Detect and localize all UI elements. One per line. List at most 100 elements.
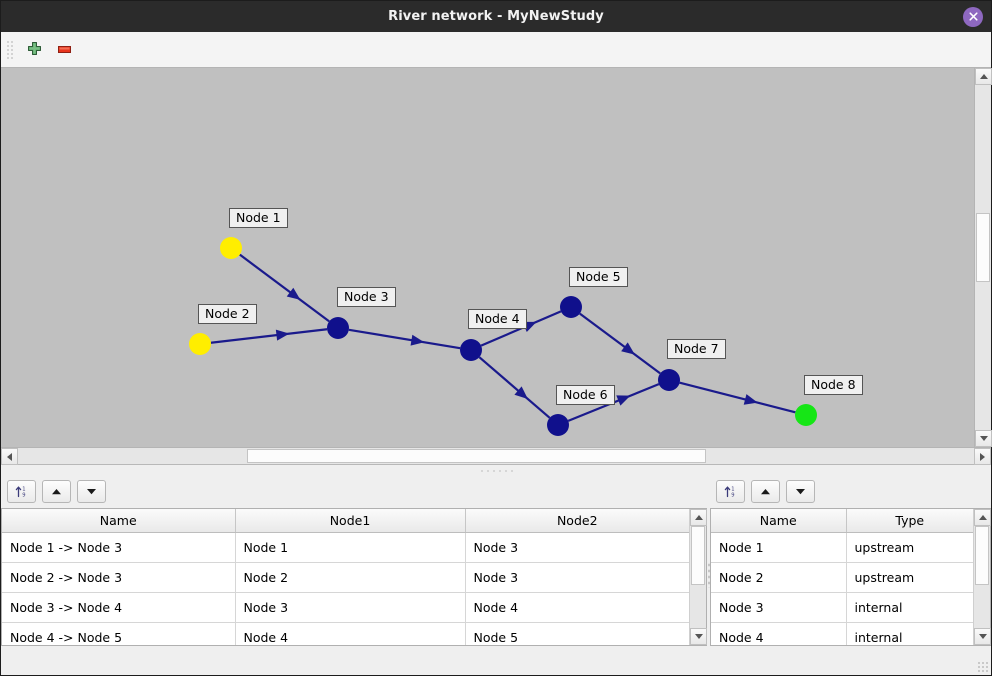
add-node-button[interactable]	[19, 36, 49, 64]
vertical-scroll-track[interactable]	[975, 85, 991, 430]
branch-cell[interactable]: Node 3 -> Node 4	[2, 592, 236, 623]
branch-scroll-down-button[interactable]	[690, 628, 707, 645]
node-label-node3[interactable]: Node 3	[337, 287, 396, 308]
node-label-node5[interactable]: Node 5	[569, 267, 628, 288]
window-resize-grip[interactable]	[977, 661, 989, 673]
edge-Node1-to-Node3[interactable]	[239, 253, 330, 323]
chevron-up-icon	[694, 515, 703, 520]
node-cell[interactable]: Node 1	[711, 532, 847, 563]
vertical-splitter[interactable]	[707, 475, 710, 675]
node-label-node4[interactable]: Node 4	[468, 309, 527, 330]
graph-node-node8[interactable]	[795, 404, 817, 426]
node-sort-button[interactable]: 1 9	[716, 480, 745, 503]
edge-Node7-to-Node8[interactable]	[679, 381, 796, 414]
node-label-node2[interactable]: Node 2	[198, 304, 257, 325]
branch-column-header[interactable]: Node1	[235, 509, 466, 533]
node-cell[interactable]: upstream	[846, 532, 973, 563]
branch-cell[interactable]: Node 4	[465, 592, 689, 623]
graph-node-node7[interactable]	[658, 369, 680, 391]
toolbar-drag-handle[interactable]	[5, 38, 15, 61]
horizontal-scroll-track[interactable]	[18, 448, 974, 464]
node-label-node1[interactable]: Node 1	[229, 208, 288, 229]
node-scroll-track[interactable]	[974, 526, 990, 628]
canvas-horizontal-scrollbar[interactable]	[1, 447, 991, 465]
graph-node-node5[interactable]	[560, 296, 582, 318]
diagram-panel: Node 1 Node 2 Node 3 Node 4 Node 5 Node 6 Node…	[1, 68, 992, 465]
node-cell[interactable]: internal	[846, 592, 973, 623]
graph-node-node2[interactable]	[189, 333, 211, 355]
remove-node-button[interactable]	[49, 36, 79, 64]
branch-cell[interactable]: Node 1	[235, 532, 466, 563]
scroll-down-button[interactable]	[975, 430, 992, 447]
branch-cell[interactable]: Node 4 -> Node 5	[2, 622, 236, 645]
node-cell[interactable]: internal	[846, 622, 973, 645]
canvas-vertical-scrollbar[interactable]	[974, 68, 992, 447]
graph-node-node6[interactable]	[547, 414, 569, 436]
horizontal-scroll-thumb[interactable]	[247, 449, 707, 463]
node-cell[interactable]: Node 3	[711, 592, 847, 623]
node-column-header[interactable]: Type	[846, 509, 973, 533]
scroll-up-button[interactable]	[975, 68, 992, 85]
node-scroll-thumb[interactable]	[975, 526, 989, 586]
branch-move-down-button[interactable]	[77, 480, 106, 503]
branch-scroll-thumb[interactable]	[691, 526, 705, 586]
branch-cell[interactable]: Node 3	[465, 532, 689, 563]
scroll-left-button[interactable]	[1, 448, 18, 465]
branch-cell[interactable]: Node 4	[235, 622, 466, 645]
chevron-down-icon	[979, 436, 988, 441]
node-move-up-button[interactable]	[751, 480, 780, 503]
edge-Node5-to-Node7[interactable]	[579, 312, 661, 375]
branch-cell[interactable]: Node 2 -> Node 3	[2, 562, 236, 593]
branch-column-header[interactable]: Node2	[465, 509, 689, 533]
branch-cell[interactable]: Node 2	[235, 562, 466, 593]
branch-cell[interactable]: Node 3	[465, 562, 689, 593]
node-label-node7[interactable]: Node 7	[667, 339, 726, 360]
branch-cell[interactable]: Node 5	[465, 622, 689, 645]
node-label-node6[interactable]: Node 6	[556, 385, 615, 406]
branch-move-up-button[interactable]	[42, 480, 71, 503]
node-scroll-down-button[interactable]	[974, 628, 991, 645]
network-graph	[189, 237, 817, 436]
graph-node-node1[interactable]	[220, 237, 242, 259]
chevron-right-icon	[980, 452, 985, 461]
node-scroll-up-button[interactable]	[974, 509, 991, 526]
node-column-header[interactable]: Name	[711, 509, 847, 533]
branch-cell[interactable]: Node 1 -> Node 3	[2, 532, 236, 563]
node-cell[interactable]: Node 2	[711, 562, 847, 593]
branch-sort-button[interactable]: 1 9	[7, 480, 36, 503]
edge-Node3-to-Node4[interactable]	[348, 328, 461, 350]
node-cell[interactable]: upstream	[846, 562, 973, 593]
node-table-vertical-scrollbar[interactable]	[973, 509, 991, 645]
branch-scroll-up-button[interactable]	[690, 509, 707, 526]
node-cell[interactable]: Node 4	[711, 622, 847, 645]
vertical-scroll-thumb[interactable]	[976, 212, 990, 282]
branch-column-header[interactable]: Name	[2, 509, 236, 533]
branch-table-vertical-scrollbar[interactable]	[689, 509, 707, 645]
network-diagram-canvas[interactable]: Node 1 Node 2 Node 3 Node 4 Node 5 Node 6 Node…	[1, 68, 974, 447]
node-move-down-button[interactable]	[786, 480, 815, 503]
chevron-up-icon	[978, 515, 987, 520]
branch-cell[interactable]: Node 3	[235, 592, 466, 623]
branch-scroll-track[interactable]	[690, 526, 706, 628]
graph-node-node4[interactable]	[460, 339, 482, 361]
edge-Node4-to-Node6[interactable]	[478, 356, 551, 419]
scroll-right-button[interactable]	[974, 448, 991, 465]
node-label-node8[interactable]: Node 8	[804, 375, 863, 396]
graph-node-node3[interactable]	[327, 317, 349, 339]
edge-Node2-to-Node3[interactable]	[210, 328, 328, 344]
close-button[interactable]	[963, 6, 983, 27]
horizontal-splitter[interactable]	[1, 464, 991, 475]
